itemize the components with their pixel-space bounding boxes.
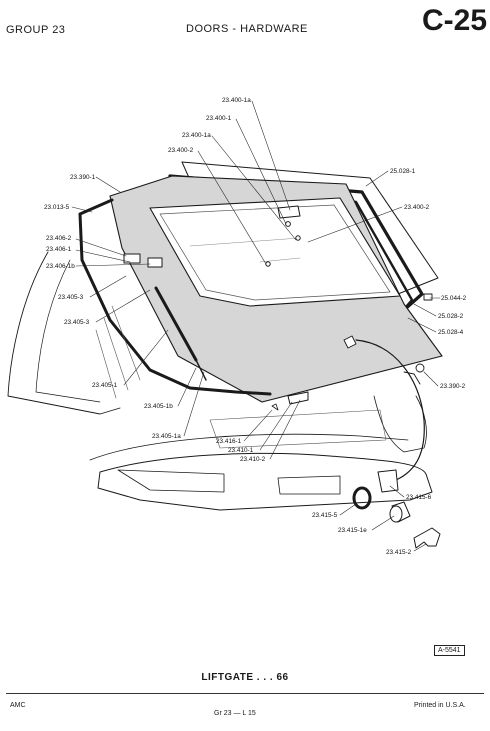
label-23-405-3-b: 23.405-3: [64, 319, 90, 326]
label-23-013-5: 23.013-5: [44, 204, 70, 211]
vehicle-body: [97, 452, 433, 511]
label-23-415-2: 23.415-2: [386, 549, 412, 556]
footer-reference: Gr 23 — L 15: [214, 710, 256, 717]
hinge-right: [147, 257, 163, 268]
label-23-405-3-a: 23.405-3: [58, 294, 84, 301]
label-23-410-1: 23.410-1: [228, 447, 254, 454]
lock-cable: [355, 339, 425, 481]
label-23-400-1-top: 23.400-1: [206, 115, 232, 122]
label-23-400-2-right: 23.400-2: [404, 204, 430, 211]
label-23-406-1: 23.406-1: [46, 246, 72, 253]
body-opening: [7, 251, 121, 415]
label-23-410-2: 23.410-2: [240, 456, 266, 463]
footer-maker: AMC: [10, 702, 26, 709]
stop-bumper: [423, 293, 433, 301]
opening-weatherstrip: [78, 198, 272, 396]
label-23-390-2: 23.390-2: [440, 383, 466, 390]
glass-hinge-bracket: [277, 205, 301, 219]
label-23-416-1: 23.416-1: [216, 438, 242, 445]
panel-window-opening: [149, 197, 401, 307]
hinge-left: [123, 253, 141, 264]
label-25-028-2: 25.028-2: [438, 313, 464, 320]
label-23-406-2: 23.406-2: [46, 235, 72, 242]
footer-printed: Printed in U.S.A.: [414, 702, 466, 709]
lock-retainer: [377, 469, 399, 493]
footer-divider: [6, 693, 484, 694]
label-23-400-1a-mid: 23.400-1a: [182, 132, 211, 139]
key: [413, 527, 441, 549]
label-23-390-1: 23.390-1: [70, 174, 96, 181]
lock-gasket: [352, 486, 372, 510]
label-25-028-4: 25.028-4: [438, 329, 464, 336]
latch: [287, 391, 309, 405]
label-23-415-6: 23.415-6: [406, 494, 432, 501]
section-title: DOORS - HARDWARE: [186, 23, 308, 35]
label-25-028-1: 25.028-1: [390, 168, 416, 175]
label-23-400-1a-top: 23.400-1a: [222, 97, 251, 104]
group-heading: GROUP 23: [6, 24, 66, 36]
gas-strut: [154, 286, 198, 362]
label-25-044-2: 25.044-2: [441, 295, 467, 302]
page-number: C-25: [422, 4, 488, 37]
label-23-415-1e: 23.415-1e: [338, 527, 367, 534]
label-23-406-1b: 23.406-1b: [46, 263, 75, 270]
label-23-400-2-top: 23.400-2: [168, 147, 194, 154]
label-23-415-5: 23.415-5: [312, 512, 338, 519]
label-23-405-1: 23.405-1: [92, 382, 118, 389]
label-23-405-1b: 23.405-1b: [144, 403, 173, 410]
label-23-405-1a: 23.405-1a: [152, 433, 181, 440]
liftgate-exploded-diagram: 23.400-1a 23.400-1 23.400-1a 23.400-2 23…: [7, 97, 467, 556]
figure-code: A-5541: [434, 645, 465, 656]
figure-caption: LIFTGATE . . . 66: [201, 672, 289, 683]
